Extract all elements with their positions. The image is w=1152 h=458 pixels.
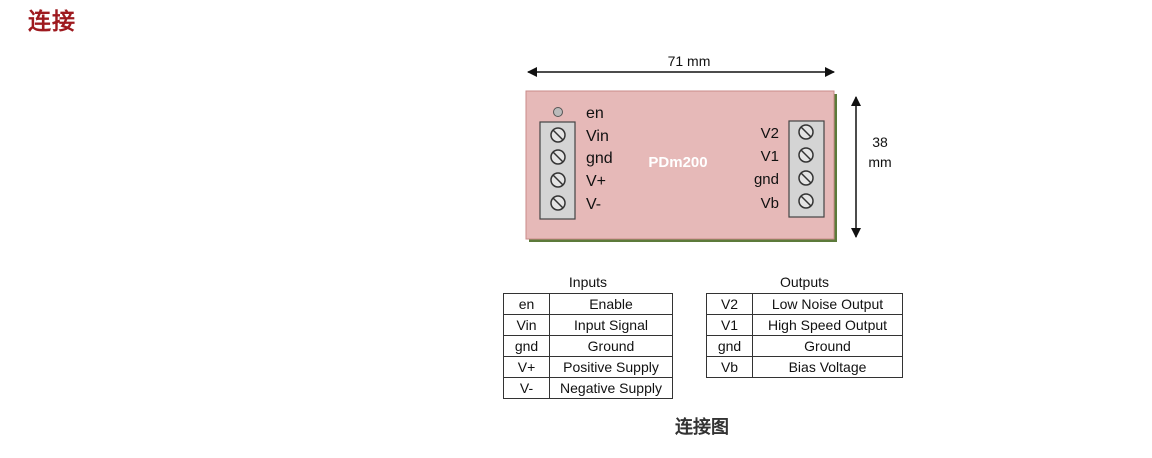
table-row: V+Positive Supply: [503, 356, 673, 378]
enable-pad: [553, 107, 563, 117]
right-pin-label: V1: [761, 148, 779, 165]
right-pin-label: Vb: [761, 195, 779, 212]
right-pin-label: V2: [761, 125, 779, 142]
pin-cell: Vin: [503, 314, 550, 336]
description-cell: Input Signal: [549, 314, 673, 336]
description-cell: Negative Supply: [549, 377, 673, 399]
left-pin-label: en: [586, 105, 604, 122]
left-pin-label: V-: [586, 196, 601, 213]
table-row: V-Negative Supply: [503, 377, 673, 399]
screw-terminal-icon: [798, 193, 814, 209]
description-cell: Positive Supply: [549, 356, 673, 378]
right-pin-labels: V2 V1 gnd Vb: [754, 125, 779, 212]
height-dimension-value: 38: [872, 134, 888, 150]
pin-cell: Vb: [706, 356, 753, 378]
pin-cell: V-: [503, 377, 550, 399]
pin-cell: V2: [706, 293, 753, 315]
description-cell: Enable: [549, 293, 673, 315]
right-pin-label: gnd: [754, 171, 779, 188]
left-pin-label: V+: [586, 173, 606, 190]
pin-cell: V+: [503, 356, 550, 378]
description-cell: Bias Voltage: [752, 356, 903, 378]
screw-terminal-icon: [550, 149, 566, 165]
left-screw-terminals: [550, 127, 566, 211]
height-dimension-unit: mm: [868, 154, 891, 170]
left-pin-label: gnd: [586, 150, 613, 167]
pin-cell: gnd: [706, 335, 753, 357]
screw-terminal-icon: [550, 172, 566, 188]
description-cell: High Speed Output: [752, 314, 903, 336]
screw-terminal-icon: [798, 147, 814, 163]
left-pin-label: Vin: [586, 128, 609, 145]
screw-terminal-icon: [798, 170, 814, 186]
board-name-label: PDm200: [648, 154, 707, 171]
description-cell: Low Noise Output: [752, 293, 903, 315]
right-screw-terminals: [798, 124, 814, 209]
inputs-table-title: Inputs: [568, 274, 608, 290]
screw-terminal-icon: [550, 195, 566, 211]
width-dimension-label: 71 mm: [668, 53, 711, 69]
pin-cell: gnd: [503, 335, 550, 357]
screw-terminal-icon: [798, 124, 814, 140]
pin-cell: V1: [706, 314, 753, 336]
outputs-table-title: Outputs: [779, 274, 830, 290]
section-heading: 连接: [28, 9, 76, 35]
description-cell: Ground: [549, 335, 673, 357]
pin-cell: en: [503, 293, 550, 315]
connection-diagram: 71 mm 38 mm en Vin gnd V+ V- PDm200 V2 V…: [525, 53, 892, 242]
left-pin-labels: en Vin gnd V+ V-: [586, 105, 613, 213]
description-cell: Ground: [752, 335, 903, 357]
pcb-board: [525, 90, 835, 240]
figure-caption: 连接图: [675, 417, 729, 438]
screw-terminal-icon: [550, 127, 566, 143]
